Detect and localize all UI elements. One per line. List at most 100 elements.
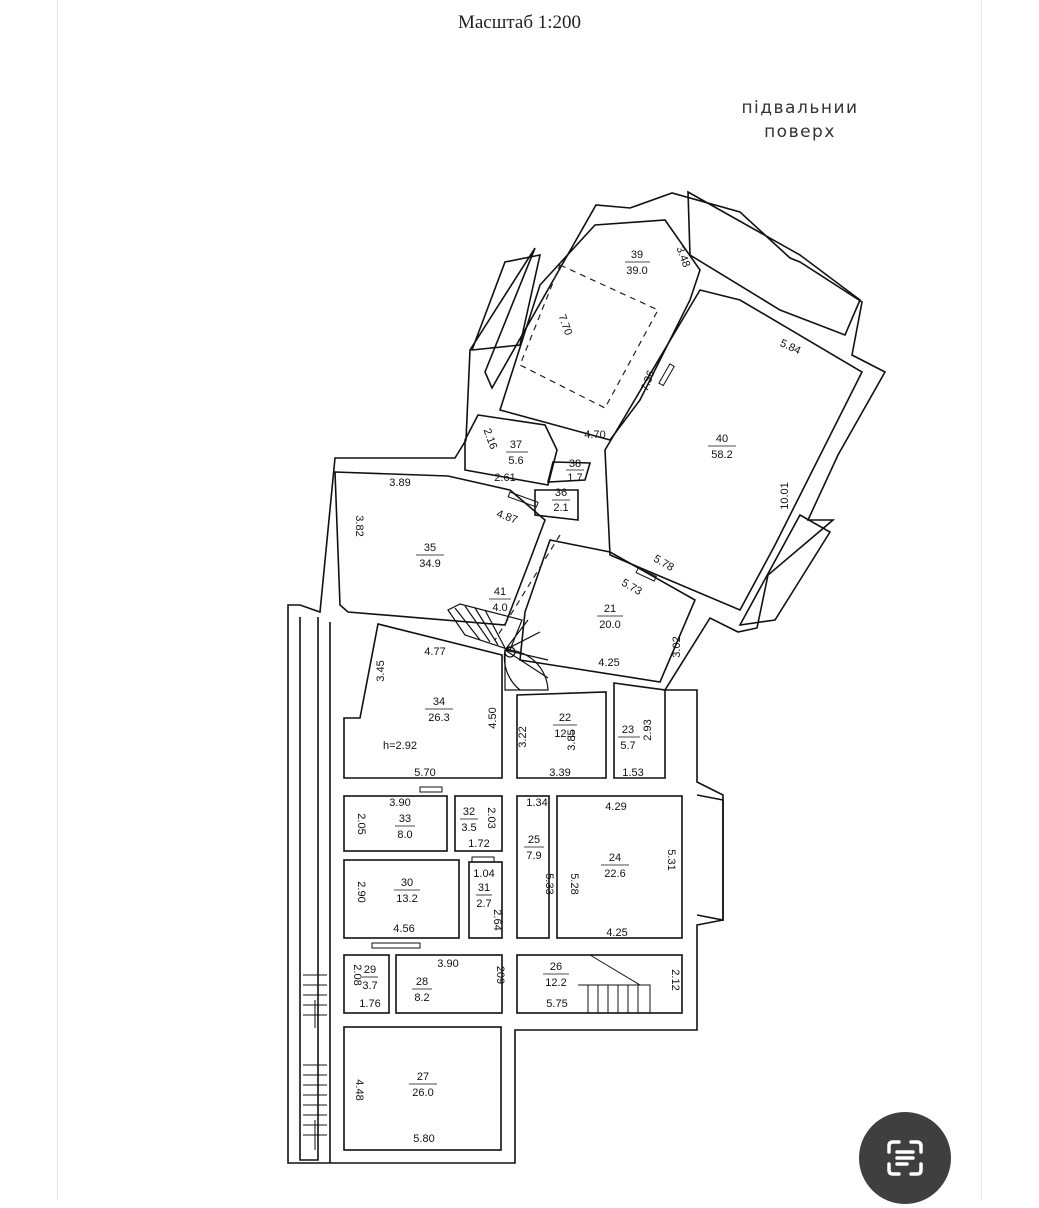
room-30-number: 30: [401, 877, 413, 889]
room-32: 32 3.5: [460, 806, 478, 834]
dim-4-70: 4.70: [584, 429, 605, 441]
dim-3-22: 3.22: [517, 726, 529, 747]
spiral-stair-41: [447, 603, 549, 691]
dim-2-16: 2.16: [481, 427, 500, 451]
room-24-number: 24: [609, 852, 621, 864]
dim-5-28: 5.28: [568, 873, 580, 894]
room-40: 40 58.2: [708, 433, 736, 461]
dim-5-80: 5.80: [413, 1133, 434, 1145]
floor-label-line2: поверх: [764, 122, 836, 142]
dim-4-48: 4.48: [353, 1079, 365, 1100]
dim-3-82: 3.82: [353, 515, 365, 536]
dim-7-70: 7.70: [556, 313, 575, 337]
dim-2-03: 2.03: [485, 807, 497, 828]
room-37: 37 5.6: [506, 439, 528, 467]
room-23: 23 5.7: [618, 724, 640, 752]
room-26-number: 26: [550, 961, 562, 973]
dim-4-29: 4.29: [605, 801, 626, 813]
room-40-number: 40: [716, 433, 728, 445]
room-24: 24 22.6: [601, 852, 629, 880]
room-24-area: 22.6: [604, 868, 625, 880]
room-41-area: 4.0: [492, 602, 507, 614]
room-23-number: 23: [622, 724, 634, 736]
room-22-area: 12.1: [554, 728, 575, 740]
dim-3-02: 3.02: [671, 636, 683, 657]
dim-2-93: 2.93: [642, 719, 654, 740]
dashed-outline-39: [519, 264, 659, 409]
page-edge-right: [981, 0, 982, 1200]
room-39-number: 39: [631, 249, 643, 261]
room-27-area: 26.0: [412, 1087, 433, 1099]
room-28-number: 28: [416, 976, 428, 988]
dim-3-90-a: 3.90: [389, 797, 410, 809]
room-21: 21 20.0: [597, 603, 623, 631]
dim-5-31: 5.31: [665, 849, 677, 870]
room-21-area: 20.0: [599, 619, 620, 631]
room-30-area: 13.2: [396, 893, 417, 905]
dim-1-72: 1.72: [468, 838, 489, 850]
vent-marks: [371, 363, 675, 949]
room-33: 33 8.0: [395, 813, 415, 841]
dim-h-2-92: h=2.92: [383, 740, 417, 752]
dim-1-76: 1.76: [359, 998, 380, 1010]
floor-label: підвальнии поверх: [700, 96, 900, 144]
dim-5-73: 5.73: [619, 577, 644, 598]
room-26-area: 12.2: [545, 977, 566, 989]
dim-5-33: 5.33: [543, 873, 555, 894]
dim-2-61: 2.61: [494, 472, 515, 484]
dim-2-64: 2.64: [491, 909, 503, 930]
room-30: 30 13.2: [394, 877, 420, 905]
room-38-area: 1.7: [567, 472, 582, 484]
dim-4-25-b: 4.25: [606, 927, 627, 939]
scale-title: Масштаб 1:200: [457, 12, 582, 33]
room-22-number: 22: [559, 712, 571, 724]
dim-5-84: 5.84: [778, 337, 802, 357]
room-33-area: 8.0: [397, 829, 412, 841]
dim-10-01: 10.01: [779, 482, 791, 510]
room-31: 31 2.7: [476, 882, 492, 910]
dim-4-50: 4.50: [487, 707, 499, 728]
room-29-area: 3.7: [362, 980, 377, 992]
dim-2-09: 209: [494, 966, 506, 984]
left-corridor-stair: [303, 974, 327, 1150]
stair-26: [578, 954, 651, 1014]
room-35-area: 34.9: [419, 558, 440, 570]
room-31-area: 2.7: [476, 898, 491, 910]
room-22: 22 12.1: [553, 712, 577, 740]
room-33-number: 33: [399, 813, 411, 825]
dashed-divider-35-21: [494, 534, 561, 641]
room-21-number: 21: [604, 603, 616, 615]
dim-1-34: 1.34: [526, 797, 547, 809]
room-34: 34 26.3: [425, 696, 453, 724]
dim-4-77: 4.77: [424, 646, 445, 658]
inner-wall: [299, 617, 319, 1161]
room-27: 27 26.0: [409, 1071, 437, 1099]
room-23-area: 5.7: [620, 740, 635, 752]
room-29: 29 3.7: [362, 964, 378, 992]
dim-2-08: 2.08: [351, 964, 363, 985]
dim-2-05: 2.05: [355, 813, 367, 834]
outer-wall: [287, 192, 887, 1164]
scan-text-button[interactable]: [859, 1112, 951, 1204]
dim-3-39: 3.39: [549, 767, 570, 779]
room-36-number: 36: [555, 487, 567, 499]
dim-4-56: 4.56: [393, 923, 414, 935]
dim-5-75: 5.75: [546, 998, 567, 1010]
dim-4-87: 4.87: [495, 508, 519, 527]
room-27-number: 27: [417, 1071, 429, 1083]
room-34-number: 34: [433, 696, 445, 708]
dim-3-85: 3.85: [566, 729, 578, 750]
room-25-number: 25: [528, 834, 540, 846]
dim-1-04: 1.04: [473, 868, 494, 880]
room-37-area: 5.6: [508, 455, 523, 467]
dim-3-45: 3.45: [375, 660, 387, 681]
room-26: 26 12.2: [543, 961, 569, 989]
room-29-number: 29: [364, 964, 376, 976]
dim-3-90-b: 3.90: [437, 958, 458, 970]
room-36: 36 2.1: [552, 487, 570, 514]
room-35-number: 35: [424, 542, 436, 554]
room-32-number: 32: [463, 806, 475, 818]
scan-text-icon: [887, 1140, 923, 1176]
